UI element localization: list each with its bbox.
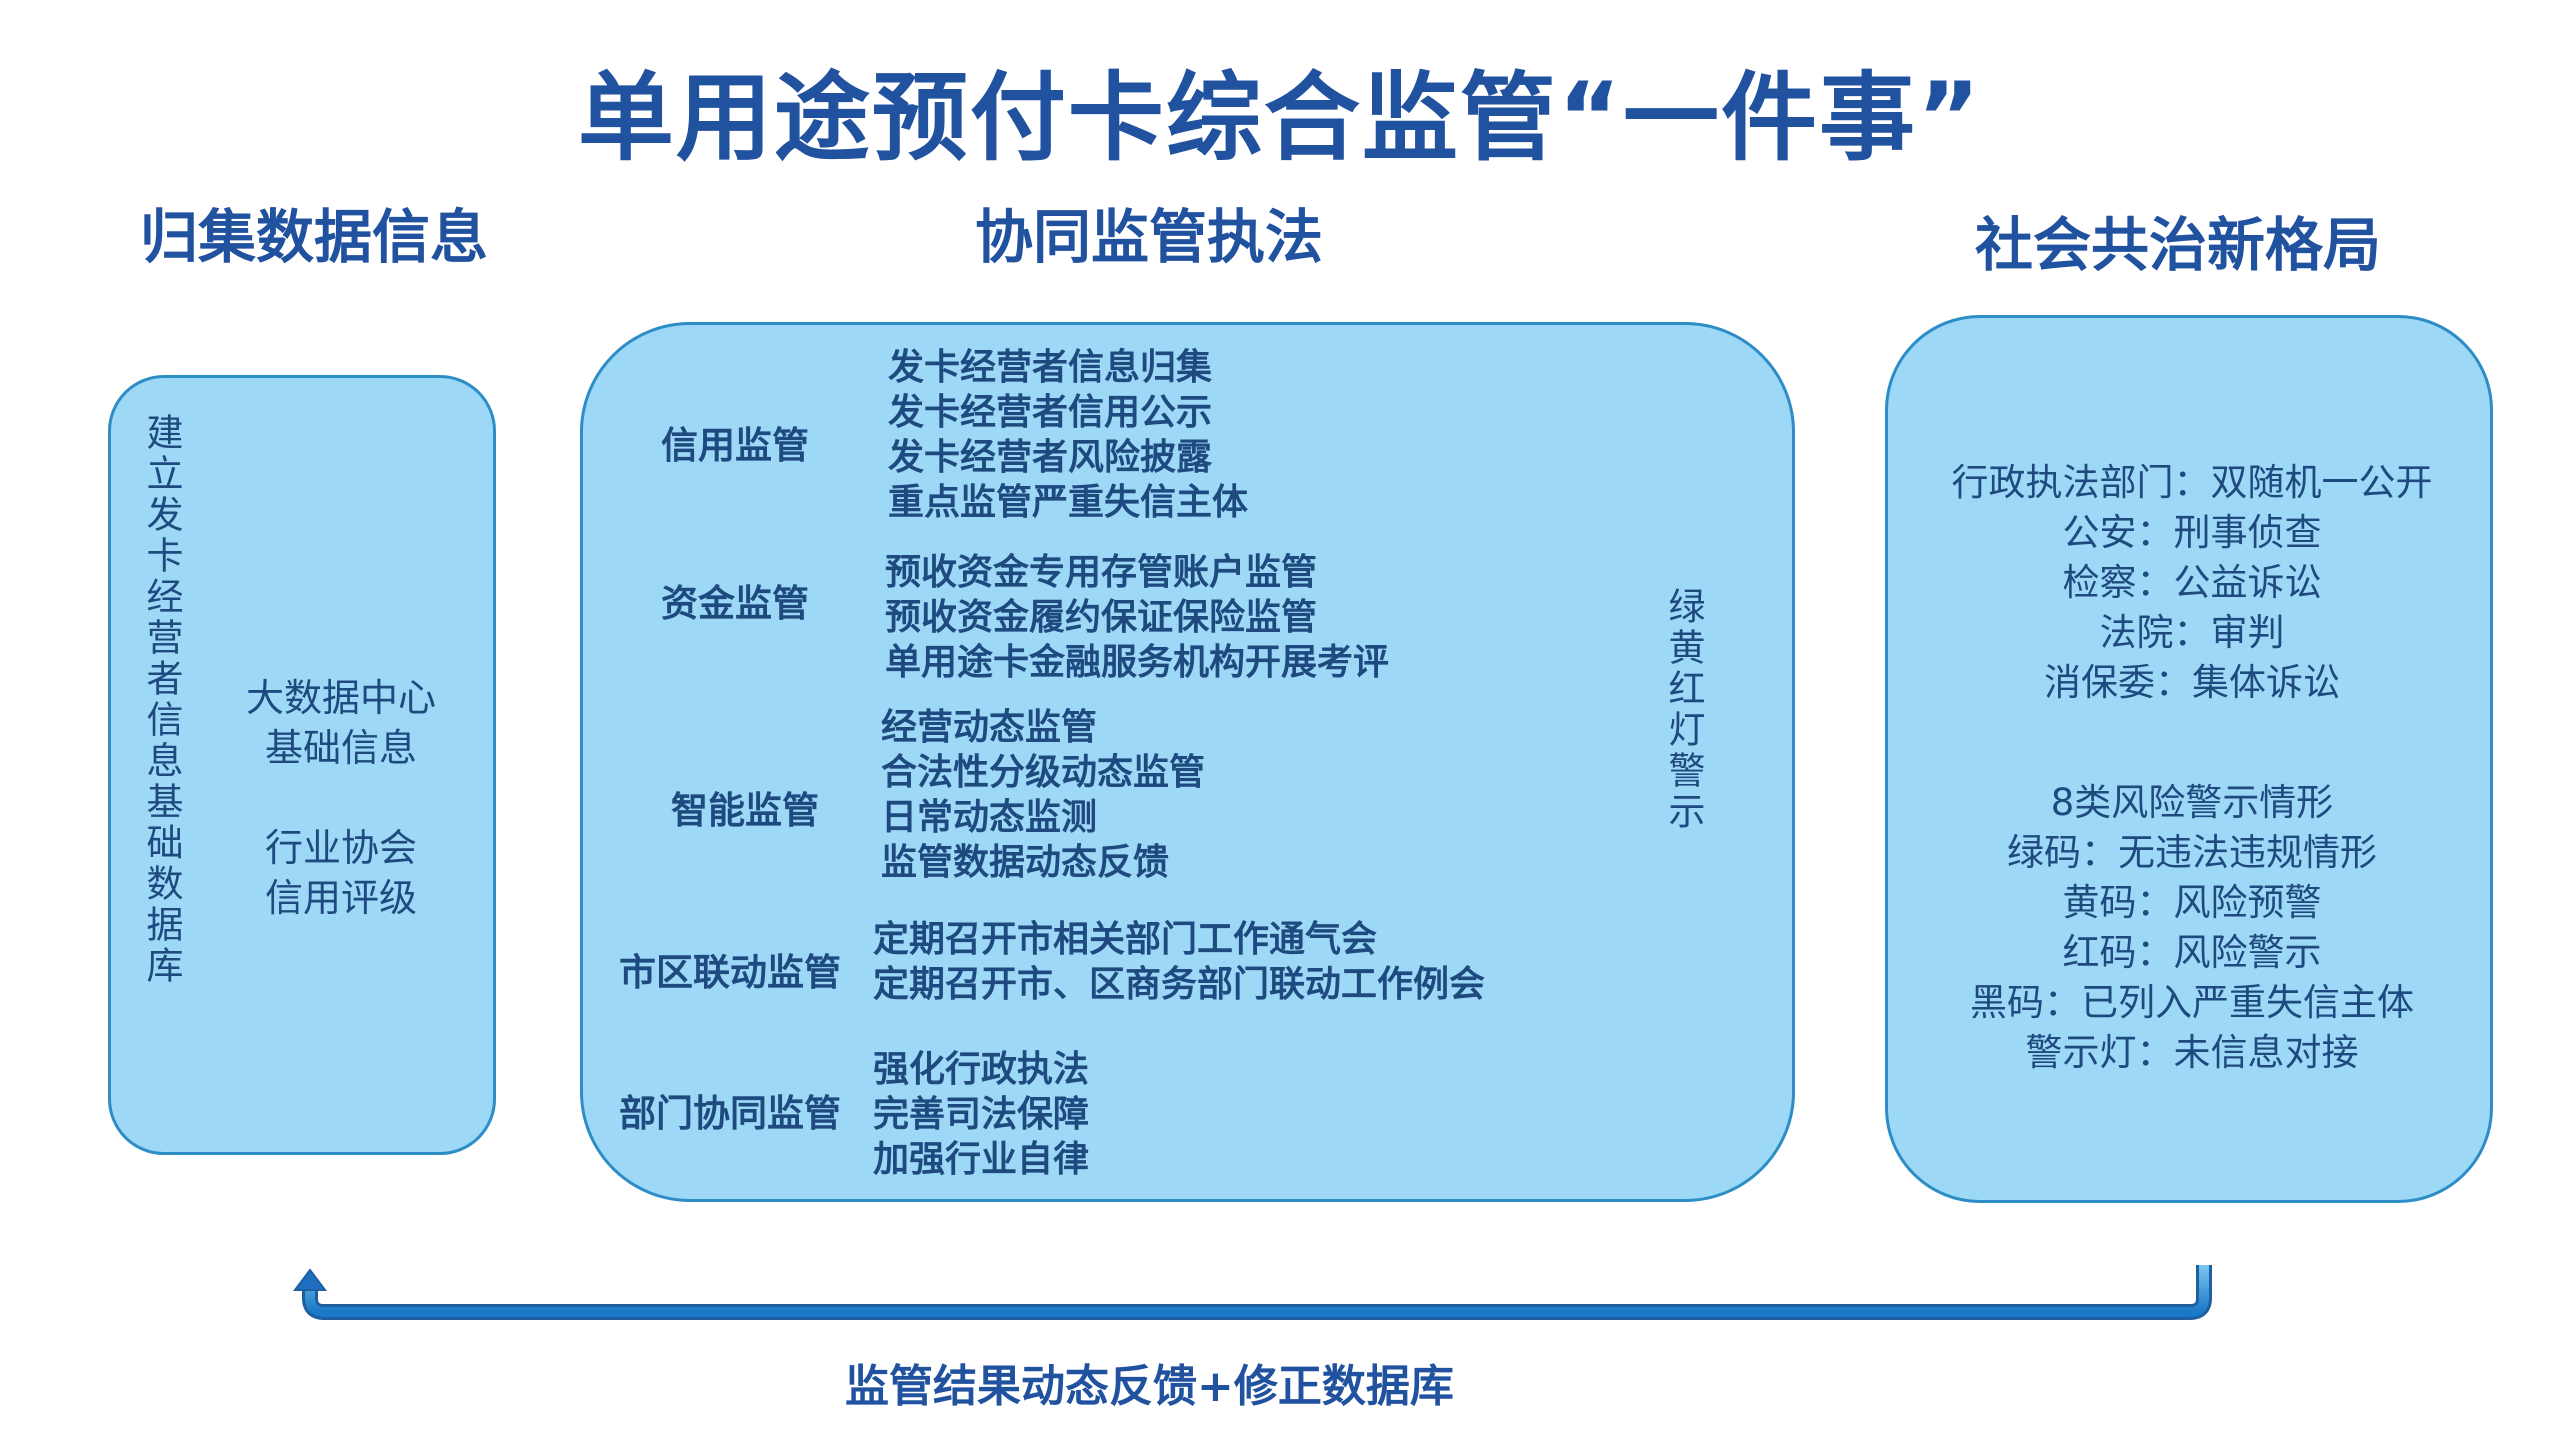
- section-items-department: 强化行政执法 完善司法保障 加强行业自律: [873, 1047, 1089, 1182]
- section-items-funds: 预收资金专用存管账户监管 预收资金履约保证保险监管 单用途卡金融服务机构开展考评: [885, 550, 1389, 685]
- section-items-city-district: 定期召开市相关部门工作通气会 定期召开市、区商务部门联动工作例会: [873, 917, 1485, 1007]
- list-item: 绿码：无违法违规情形: [2007, 831, 2377, 874]
- list-item: 发卡经营者信用公示: [888, 392, 1213, 433]
- list-item: 发卡经营者风险披露: [888, 437, 1213, 478]
- list-item: 法院：审判: [2099, 611, 2285, 654]
- section-name-smart: 智能监管: [671, 789, 819, 832]
- list-item: 定期召开市、区商务部门联动工作例会: [873, 964, 1486, 1005]
- list-item: 检察：公益诉讼: [2062, 561, 2322, 604]
- left-info-block: 大数据中心 基础信息 行业协会 信用评级: [216, 673, 466, 923]
- left-vertical-text: 建立发卡经营者信息基础数据库: [136, 413, 186, 1000]
- section-name-funds: 资金监管: [661, 582, 809, 625]
- feedback-arrow-path: [302, 1265, 2212, 1320]
- list-item: 重点监管严重失信主体: [888, 482, 1249, 523]
- arrow-head-icon: [293, 1268, 327, 1291]
- traffic-light-warning-text: 绿黄红灯警示: [1658, 587, 1708, 846]
- list-item: 消保委：集体诉讼: [2044, 661, 2340, 704]
- right-box: 行政执法部门：双随机一公开 公安：刑事侦查 检察：公益诉讼 法院：审判 消保委：…: [1885, 315, 2493, 1203]
- left-line: 基础信息: [264, 726, 417, 770]
- list-item: 红码：风险警示: [2062, 931, 2322, 974]
- list-item: 日常动态监测: [881, 797, 1098, 838]
- list-item: 预收资金专用存管账户监管: [885, 552, 1318, 593]
- section-name-credit: 信用监管: [661, 424, 809, 467]
- list-item: 预收资金履约保证保险监管: [885, 597, 1318, 638]
- right-group-risk: 8类风险警示情形 绿码：无违法违规情形 黄码：风险预警 红码：风险警示 黑码：已…: [1888, 778, 2496, 1078]
- list-item: 警示灯：未信息对接: [2025, 1031, 2359, 1074]
- list-item: 强化行政执法: [873, 1049, 1090, 1090]
- list-item: 公安：刑事侦查: [2062, 511, 2322, 554]
- left-box: 建立发卡经营者信息基础数据库 大数据中心 基础信息 行业协会 信用评级: [108, 375, 496, 1155]
- section-name-city-district: 市区联动监管: [619, 951, 841, 994]
- left-vertical-label: 建立发卡经营者信息基础数据库: [140, 413, 183, 987]
- column-header-right: 社会共治新格局: [1975, 211, 2382, 279]
- left-line: 信用评级: [264, 876, 417, 920]
- section-name-department: 部门协同监管: [619, 1092, 841, 1135]
- list-item: 经营动态监管: [881, 707, 1098, 748]
- left-line: 行业协会: [264, 826, 417, 870]
- page-title: 单用途预付卡综合监管“一件事”: [577, 62, 1983, 174]
- list-item: 监管数据动态反馈: [881, 842, 1170, 883]
- list-item: 发卡经营者信息归集: [888, 347, 1213, 388]
- column-header-left: 归集数据信息: [140, 203, 489, 271]
- list-item: 黄码：风险预警: [2062, 881, 2322, 924]
- list-item: 加强行业自律: [873, 1139, 1090, 1180]
- traffic-light-warning-label: 绿黄红灯警示: [1662, 587, 1705, 833]
- middle-box: 信用监管 发卡经营者信息归集 发卡经营者信用公示 发卡经营者风险披露 重点监管严…: [580, 322, 1795, 1202]
- list-item: 合法性分级动态监管: [881, 752, 1206, 793]
- list-item: 黑码：已列入严重失信主体: [1970, 981, 2414, 1024]
- column-header-middle: 协同监管执法: [975, 203, 1324, 271]
- section-items-smart: 经营动态监管 合法性分级动态监管 日常动态监测 监管数据动态反馈: [881, 705, 1205, 885]
- footer-caption: 监管结果动态反馈+修正数据库: [845, 1361, 1454, 1412]
- list-item: 单用途卡金融服务机构开展考评: [885, 642, 1390, 683]
- list-item: 完善司法保障: [873, 1094, 1090, 1135]
- list-item: 8类风险警示情形: [2050, 781, 2334, 824]
- section-items-credit: 发卡经营者信息归集 发卡经营者信用公示 发卡经营者风险披露 重点监管严重失信主体: [888, 345, 1248, 525]
- list-item: 行政执法部门：双随机一公开: [1951, 461, 2433, 504]
- left-line: 大数据中心: [245, 676, 436, 720]
- right-group-enforcement: 行政执法部门：双随机一公开 公安：刑事侦查 检察：公益诉讼 法院：审判 消保委：…: [1888, 458, 2496, 708]
- list-item: 定期召开市相关部门工作通气会: [873, 919, 1378, 960]
